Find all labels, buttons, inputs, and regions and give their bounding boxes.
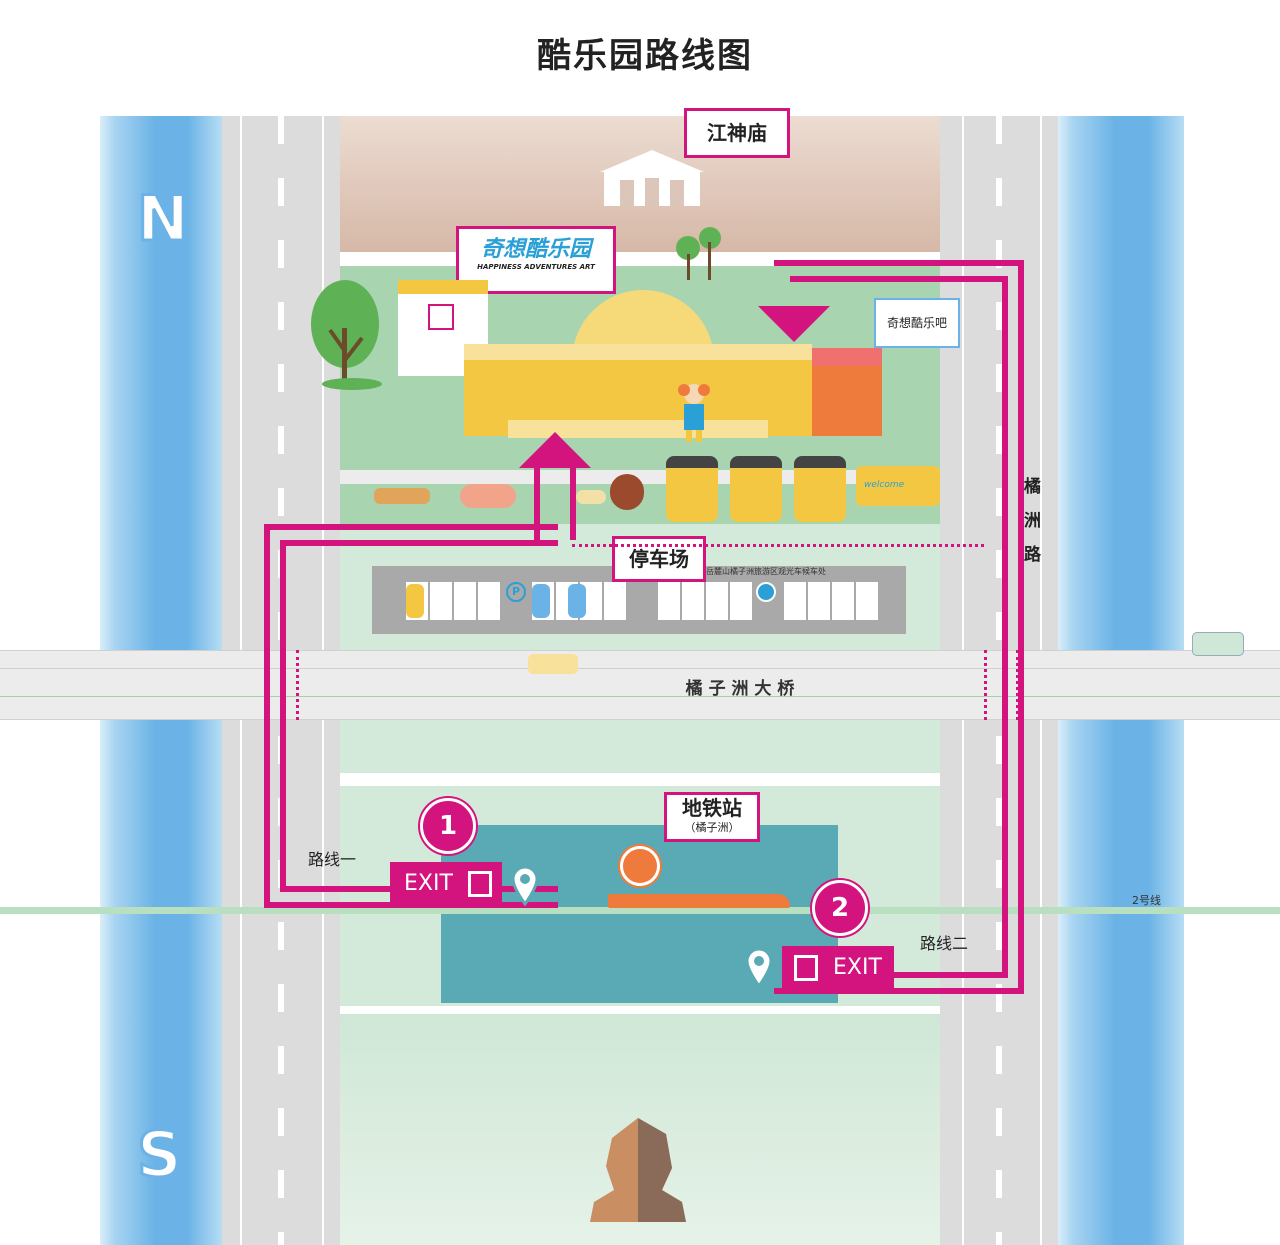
route-two-path bbox=[774, 260, 1024, 994]
bus-stop-icon bbox=[756, 582, 776, 602]
bridge-name: 橘 子 洲 大 桥 bbox=[685, 679, 795, 699]
route-two-number: 2 bbox=[812, 880, 868, 936]
bridge bbox=[0, 650, 1280, 720]
car-icon bbox=[532, 584, 550, 618]
welcome-bus: welcome bbox=[856, 466, 940, 506]
food-item bbox=[576, 490, 606, 504]
temple-callout: 江神庙 bbox=[684, 108, 790, 158]
car-icon bbox=[406, 584, 424, 618]
route-one-exit-text: EXIT bbox=[404, 871, 453, 896]
metro-logo-icon bbox=[620, 846, 660, 886]
cafe-window bbox=[428, 304, 454, 330]
tree-icon bbox=[311, 280, 382, 390]
parking-callout: 停车场 bbox=[612, 536, 706, 582]
exit-door-icon bbox=[794, 955, 818, 981]
dotted-guide bbox=[572, 544, 984, 547]
bus-icon bbox=[1192, 632, 1244, 656]
car-icon bbox=[568, 584, 586, 618]
route-one-label: 路线一 bbox=[308, 850, 357, 869]
metro-train-icon bbox=[608, 894, 790, 908]
parking-space bbox=[656, 582, 754, 620]
food-item bbox=[460, 484, 516, 508]
exit-door-icon bbox=[467, 871, 492, 897]
route-one-exit: EXIT bbox=[390, 862, 502, 906]
route-two-exit-text: EXIT bbox=[833, 955, 882, 980]
metro-name: 地铁站 bbox=[682, 796, 742, 820]
route-two-exit: EXIT bbox=[782, 946, 894, 990]
dotted-guide bbox=[984, 650, 987, 720]
clown-icon bbox=[678, 384, 710, 442]
park-path bbox=[340, 470, 940, 484]
food-item bbox=[374, 488, 430, 504]
green-block-mid bbox=[340, 718, 940, 773]
dotted-guide bbox=[296, 650, 299, 720]
parking-icon: P bbox=[506, 582, 526, 602]
cafe-building bbox=[398, 280, 488, 376]
statue-icon bbox=[590, 1118, 686, 1222]
small-tree-icon bbox=[676, 227, 721, 280]
parking-space bbox=[782, 582, 880, 620]
bar-callout: 奇想酷乐吧 bbox=[874, 298, 960, 348]
park-logo-text: 奇想酷乐园 bbox=[480, 237, 591, 262]
route-one-up bbox=[534, 460, 576, 540]
bus-welcome-text: welcome bbox=[864, 480, 905, 490]
metro-sub: （橘子洲） bbox=[684, 821, 740, 834]
location-pin-icon bbox=[745, 947, 773, 988]
map-title: 酷乐园路线图 bbox=[537, 36, 753, 76]
north-label: N bbox=[136, 181, 191, 257]
route-two-label: 路线二 bbox=[920, 934, 969, 953]
metro-line-label: 2号线 bbox=[1132, 894, 1161, 907]
bus-icon bbox=[528, 654, 578, 674]
bridge-line-mid bbox=[0, 696, 1280, 697]
location-pin-icon bbox=[511, 865, 539, 906]
dotted-guide bbox=[1016, 650, 1019, 720]
temple-icon bbox=[600, 150, 704, 206]
metro-line bbox=[0, 907, 1280, 914]
bar-building bbox=[812, 348, 882, 436]
route-one-number: 1 bbox=[420, 798, 476, 854]
bridge-line-top bbox=[0, 668, 1280, 669]
dotted-guide bbox=[264, 650, 267, 720]
parking-stop-text: 岳麓山橘子洲旅游区观光车候车处 bbox=[706, 567, 826, 576]
metro-callout: 地铁站 （橘子洲） bbox=[664, 792, 760, 842]
route-two-arrow bbox=[758, 306, 830, 342]
route-one-arrow bbox=[519, 432, 591, 468]
south-label: S bbox=[136, 1117, 184, 1193]
park-logo-subtitle: HAPPINESS ADVENTURES ART bbox=[477, 263, 595, 271]
route-two-path-inner bbox=[790, 276, 1008, 978]
road-right-label: 橘洲路 bbox=[1024, 477, 1041, 565]
food-stall bbox=[730, 456, 782, 522]
food-item bbox=[610, 474, 644, 510]
food-stall bbox=[794, 456, 846, 522]
food-stall bbox=[666, 456, 718, 522]
route-one-path-inner bbox=[280, 540, 558, 892]
